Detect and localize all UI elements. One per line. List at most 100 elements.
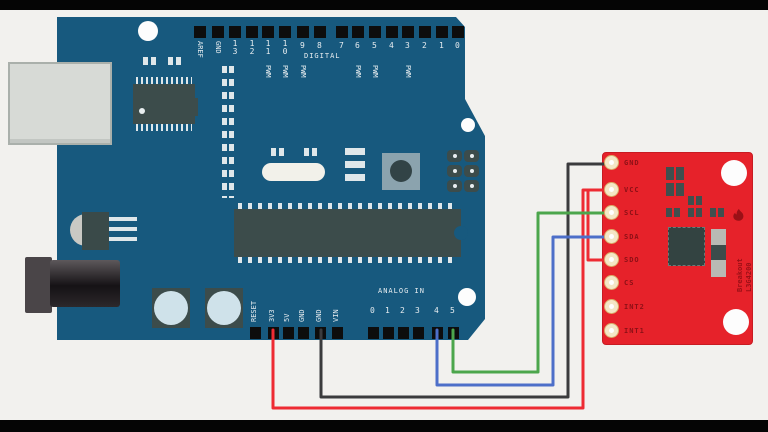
letterbox-top — [0, 0, 768, 10]
analog-pin-a2 — [398, 327, 409, 339]
gnd-wire — [319, 162, 609, 399]
pin-hole — [609, 187, 614, 192]
breakout-pin-sdo — [604, 252, 619, 267]
chip-legs — [238, 257, 458, 263]
power-jack-face — [25, 257, 52, 313]
chip-legs — [136, 77, 192, 84]
analog-pin-a3 — [413, 327, 424, 339]
mounting-hole — [458, 288, 476, 306]
breakout-pin-label: GND — [624, 159, 640, 167]
smd-component — [666, 208, 680, 217]
atmega-chip — [234, 209, 461, 257]
digital-pin-5 — [369, 26, 381, 38]
digital-pin-11 — [262, 26, 274, 38]
usb-interface-chip — [133, 84, 195, 124]
breakout-pin-sda — [604, 229, 619, 244]
digital-pin-label: GND — [214, 41, 222, 54]
digital-pin-3 — [402, 26, 414, 38]
breakout-pin-int1 — [604, 323, 619, 338]
analog-pin-label: 3 — [415, 306, 420, 315]
digital-pin-label: 1 — [439, 41, 444, 50]
crystal-oscillator — [262, 163, 325, 181]
digital-pin-label: 4 — [389, 41, 394, 50]
breakout-pin-label: INT2 — [624, 303, 645, 311]
digital-pin-label: 11 — [265, 39, 271, 56]
pwm-label: PWM — [281, 65, 289, 78]
analog-pin-label: 4 — [434, 306, 439, 315]
analog-pin-a1 — [383, 327, 394, 339]
breakout-pin-int2 — [604, 299, 619, 314]
digital-pin-1 — [436, 26, 448, 38]
pwm-label: PWM — [404, 65, 412, 78]
mounting-hole — [461, 118, 475, 132]
digital-pin-9 — [297, 26, 309, 38]
breakout-pin-label: SDA — [624, 233, 640, 241]
digital-pin-6 — [352, 26, 364, 38]
analog-pin-label: 1 — [385, 306, 390, 315]
digital-pin-aref — [194, 26, 206, 38]
gyro-ic-chip — [668, 227, 705, 266]
sda-wire — [435, 235, 609, 387]
chip-legs — [238, 203, 458, 209]
pin-hole — [609, 257, 614, 262]
pin-hole — [609, 328, 614, 333]
analog-pin-label: 2 — [400, 306, 405, 315]
mounting-hole — [723, 309, 749, 335]
pin-hole — [609, 304, 614, 309]
analog-in-label: ANALOG IN — [378, 287, 425, 295]
reset-button — [382, 153, 420, 190]
breakout-pin-gnd — [604, 155, 619, 170]
digital-pin-4 — [386, 26, 398, 38]
smd-component — [188, 98, 198, 116]
solder-pads — [143, 57, 156, 65]
pin1-dot — [139, 108, 145, 114]
chip-notch — [454, 226, 468, 240]
letterbox-bottom — [0, 420, 768, 432]
pwm-label: PWM — [264, 65, 272, 78]
power-pin-reset — [250, 327, 261, 339]
capacitor — [205, 288, 243, 328]
pin-hole — [609, 280, 614, 285]
breakout-pin-label: SCL — [624, 209, 640, 217]
pin-hole — [609, 160, 614, 165]
digital-pin-0 — [452, 26, 464, 38]
digital-pin-label: 3 — [405, 41, 410, 50]
digital-pin-label: 7 — [339, 41, 344, 50]
digital-pin-label: 8 — [317, 41, 322, 50]
smd-component — [666, 183, 684, 196]
sparkfun-flame-logo — [733, 208, 744, 221]
digital-pin-label: 2 — [422, 41, 427, 50]
digital-pin-label: 5 — [372, 41, 377, 50]
digital-pin-label: 6 — [355, 41, 360, 50]
digital-pin-8 — [314, 26, 326, 38]
solder-pads — [168, 57, 181, 65]
breakout-pin-vcc — [604, 182, 619, 197]
breakout-pin-label: SDO — [624, 256, 640, 264]
breakout-pin-cs — [604, 275, 619, 290]
usb-connector — [8, 62, 112, 145]
pwm-label: PWM — [354, 65, 362, 78]
smd-component — [688, 196, 702, 205]
voltage-regulator — [82, 212, 109, 250]
digital-pin-label: 12 — [249, 39, 255, 56]
pwm-label: PWM — [299, 65, 307, 78]
scl-wire — [451, 211, 609, 374]
voltage-regulator-legs — [109, 217, 137, 245]
solder-pad-column — [229, 66, 234, 198]
digital-pin-2 — [419, 26, 431, 38]
digital-pin-7 — [336, 26, 348, 38]
solder-pad-column — [222, 66, 227, 198]
digital-pin-10 — [279, 26, 291, 38]
capacitor — [152, 288, 190, 328]
reset-button-cap — [390, 160, 412, 182]
chip-legs — [136, 124, 192, 131]
digital-pin-label: 13 — [232, 39, 238, 56]
power-jack — [50, 260, 120, 307]
digital-pin-label: 9 — [300, 41, 305, 50]
breakout-pin-scl — [604, 205, 619, 220]
power-pin-5v — [283, 327, 294, 339]
breakout-pin-label: VCC — [624, 186, 640, 194]
